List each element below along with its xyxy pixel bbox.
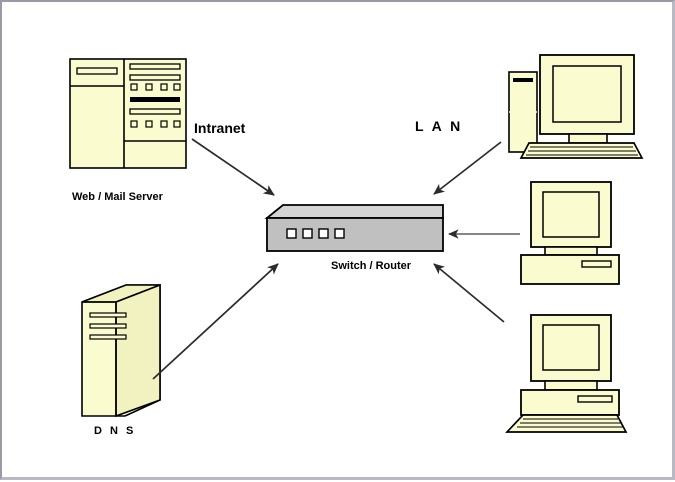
desktop-computer-icon [508, 54, 644, 159]
switch-icon [264, 204, 444, 252]
arrow-bottom-workstation-to-switch [433, 263, 505, 323]
label-switch-router: Switch / Router [331, 260, 412, 272]
arrow-server-to-switch [191, 138, 275, 196]
tower-server-icon [69, 58, 187, 169]
monitor-case-icon [520, 181, 620, 285]
arrow-top-workstation-to-switch [433, 141, 502, 195]
label-intranet: Intranet [194, 120, 246, 136]
box-server-icon [81, 283, 161, 418]
desktop-computer-icon [505, 314, 628, 433]
label-lan: L A N [415, 118, 463, 134]
connection-arrows [152, 138, 520, 380]
arrow-dns-to-switch [152, 263, 279, 380]
label-dns-server: D N S [94, 425, 136, 437]
label-web-mail-server: Web / Mail Server [72, 191, 163, 203]
